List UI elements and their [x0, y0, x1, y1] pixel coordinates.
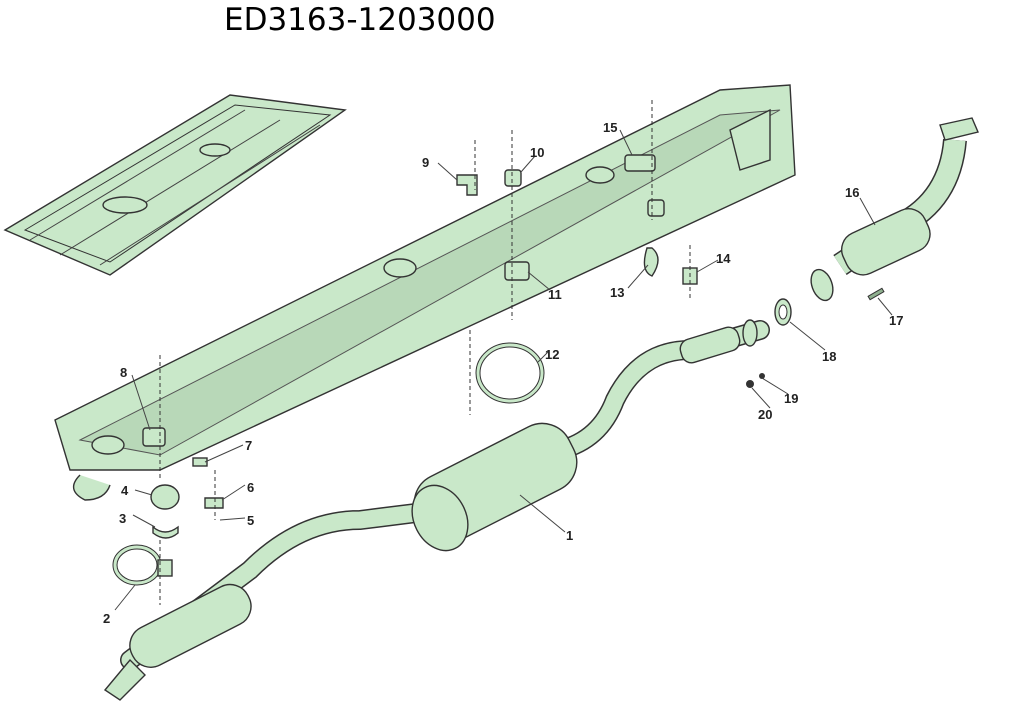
callout-4: 4 [121, 483, 129, 498]
callout-9: 9 [422, 155, 429, 170]
callout-20: 20 [758, 407, 772, 422]
callout-5: 5 [247, 513, 254, 528]
callout-18: 18 [822, 349, 836, 364]
callout-17: 17 [889, 313, 903, 328]
callout-13: 13 [610, 285, 624, 300]
callout-12: 12 [545, 347, 559, 362]
leader-lines [114, 129, 893, 611]
diagram-title: ED3163-1203000 [224, 2, 496, 38]
callout-10: 10 [530, 145, 544, 160]
callout-1: 1 [566, 528, 573, 543]
callout-labels: 1 2 3 4 5 6 7 8 9 10 11 12 13 14 15 16 1… [103, 120, 903, 626]
callout-15: 15 [603, 120, 617, 135]
exhaust-pipe [103, 117, 979, 701]
frame-overview-thumbnail [3, 94, 347, 276]
callout-2: 2 [103, 611, 110, 626]
callout-16: 16 [845, 185, 859, 200]
callout-8: 8 [120, 365, 127, 380]
callout-3: 3 [119, 511, 126, 526]
vehicle-frame [54, 84, 796, 501]
callout-19: 19 [784, 391, 798, 406]
callout-11: 11 [548, 287, 562, 302]
callout-7: 7 [245, 438, 252, 453]
mounting-hardware [112, 100, 765, 605]
callout-14: 14 [716, 251, 731, 266]
callout-6: 6 [247, 480, 254, 495]
